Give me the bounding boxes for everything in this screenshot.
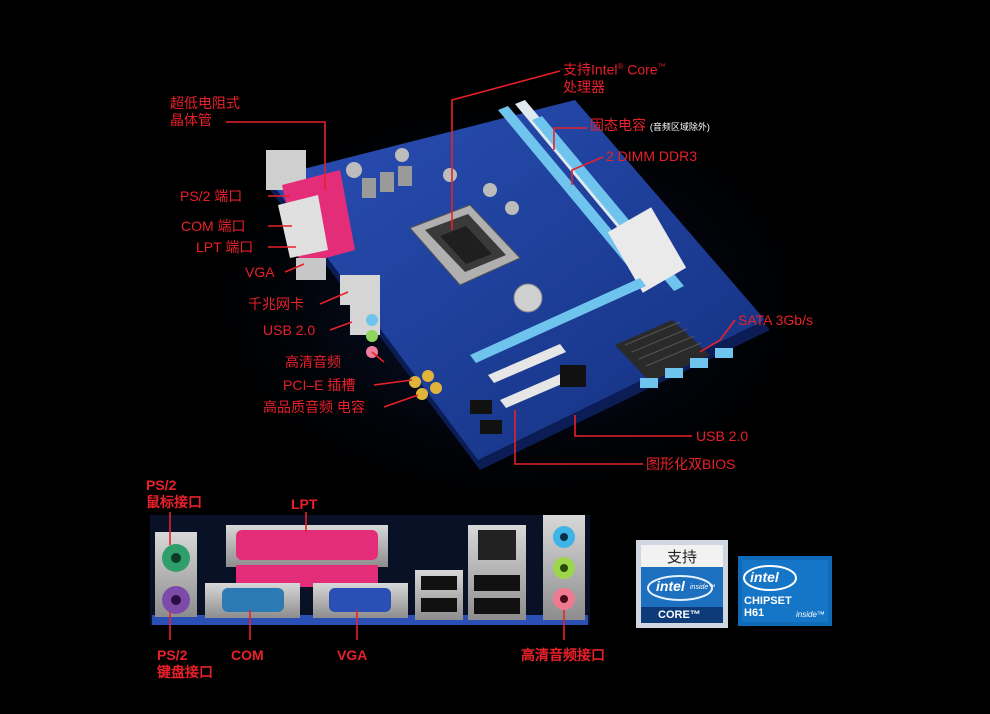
cpu-socket: [409, 204, 521, 286]
callout-lines: [226, 70, 736, 465]
lpt-port: [226, 525, 388, 587]
dimm-label: 2 DIMM DDR3: [606, 148, 698, 164]
audio-jack-stack: [543, 515, 585, 620]
cpu-support-label: 支持Intel® Core™ 处理器: [563, 58, 666, 96]
vga-label: VGA: [245, 264, 275, 280]
chipset-logo-product: CHIPSET: [744, 595, 792, 607]
core-logo-product: CORE™: [658, 609, 701, 621]
cpu-support-text-a: 支持Intel: [563, 61, 618, 78]
trademark-mark: ™: [657, 62, 666, 71]
cpu-support-text-b: Core: [623, 61, 658, 78]
com-io-label: COM: [231, 647, 264, 663]
usb-ports-left: [415, 570, 463, 620]
board-rear-io: [266, 150, 380, 358]
cpu-support-text-c: 处理器: [563, 78, 605, 95]
lpt-port-label: LPT 端口: [196, 239, 254, 255]
io-panel-base: [152, 615, 588, 625]
core-logo-inside: inside™: [690, 584, 716, 591]
solid-cap-label: 固态电容 (音频区域除外): [590, 117, 710, 136]
usb-right-label: USB 2.0: [696, 428, 749, 444]
solid-cap-note: (音频区域除外): [649, 122, 710, 132]
lan-label: 千兆网卡: [248, 296, 304, 312]
ps2-mouse-line1: PS/2: [146, 477, 177, 493]
pcie-x1-slot-1: [488, 344, 566, 383]
vrm-components: [346, 148, 519, 215]
cmos-battery: [513, 283, 543, 313]
ps2-keyboard-line2: 键盘接口: [157, 664, 213, 680]
chipset-heatsink: [615, 320, 710, 382]
ps2-keyboard-label: PS/2 键盘接口: [157, 647, 213, 681]
registered-mark: ®: [617, 62, 624, 71]
vga-port: [313, 583, 408, 618]
hd-audio-label: 高清音频: [285, 354, 341, 370]
ps2-port-label: PS/2 端口: [180, 188, 243, 204]
intel-core-logo: [636, 540, 728, 628]
com-port-label: COM 端口: [181, 218, 246, 234]
pcie-label: PCI–E 插槽: [283, 377, 356, 393]
dual-bios-label: 图形化双BIOS: [646, 456, 736, 472]
pcie-x16-slot: [470, 278, 646, 363]
usb-left-label: USB 2.0: [263, 322, 316, 338]
bios-chip-2: [480, 420, 502, 434]
bios-chip-1: [470, 400, 492, 414]
audio-io-label: 高清音频接口: [521, 647, 605, 663]
sata-label: SATA 3Gb/s: [738, 312, 813, 328]
chipset-logo-brand: intel: [750, 569, 779, 585]
ps2-mouse-line2: 鼠标接口: [146, 494, 202, 510]
ps2-mouse-label: PS/2 鼠标接口: [146, 477, 202, 511]
ps2-keyboard-line1: PS/2: [157, 647, 188, 663]
chipset-logo-model: H61: [744, 607, 765, 619]
pcie-x1-slot-2: [500, 369, 578, 408]
ps2-port-stack: [155, 532, 197, 617]
core-logo-header: 支持: [666, 548, 697, 566]
chipset-logo-inside: inside™: [796, 610, 825, 619]
intel-chipset-logo: [738, 556, 832, 626]
mosfet-line2: 晶体管: [170, 112, 212, 128]
audio-cap-label: 高品质音频 电容: [263, 399, 365, 415]
mosfet-label: 超低电阻式 晶体管: [170, 95, 240, 129]
io-callout-lines: [169, 512, 565, 640]
sata-connectors: [640, 348, 733, 388]
core-logo-brand: intel: [656, 578, 685, 594]
lan-usb-stack: [468, 525, 526, 620]
mosfet-line1: 超低电阻式: [170, 95, 240, 111]
audio-capacitors: [409, 370, 442, 400]
com-port: [205, 583, 300, 618]
super-io-chip: [560, 365, 586, 387]
solid-cap-text: 固态电容: [590, 117, 646, 133]
vga-io-label: VGA: [337, 647, 368, 663]
atx-power-connector: [607, 207, 687, 293]
lpt-io-label: LPT: [291, 496, 318, 512]
